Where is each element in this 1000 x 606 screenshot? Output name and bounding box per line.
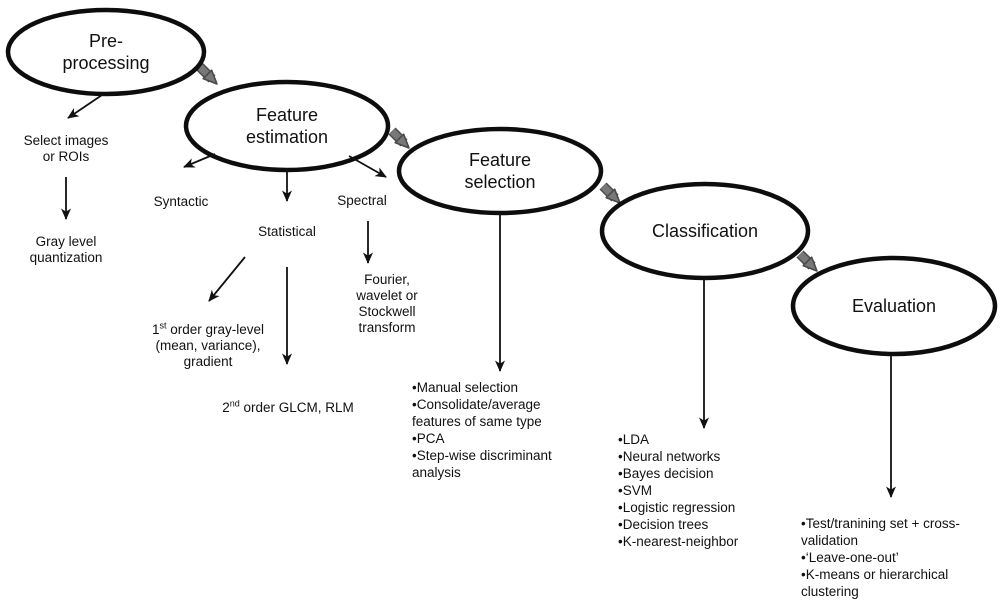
first-order-ordinal: st — [159, 320, 167, 331]
ellipse-classification — [599, 181, 811, 281]
second-order-ordinal: nd — [229, 398, 240, 409]
stage-label-evaluation: Evaluation — [851, 296, 937, 316]
arrow-statistical-to-first-order — [208, 256, 246, 302]
second-order-text: order GLCM, RLM — [239, 400, 354, 415]
connector-selection-to-classification — [600, 183, 621, 204]
list-item: Decision trees — [618, 516, 788, 533]
label-second-order-features: 2nd order GLCM, RLM — [198, 398, 378, 416]
list-item: SVM — [618, 482, 788, 499]
first-order-number: 1 — [151, 322, 160, 337]
label-select-images-rois: Select images or ROIs — [23, 133, 109, 164]
ellipse-evaluation — [790, 255, 998, 357]
label-spectral: Spectral — [337, 193, 387, 208]
arrow-estimation-to-syntactic — [183, 153, 216, 168]
list-item: Test/tranining set + cross-validation — [801, 515, 987, 549]
stage-label-classification: Classification — [651, 221, 759, 241]
list-item: ‘Leave-one-out’ — [801, 549, 987, 566]
stage-label-preprocessing: Pre- processing — [62, 31, 150, 73]
label-syntactic: Syntactic — [153, 194, 209, 209]
label-gray-level-quantization: Gray level quantization — [29, 234, 103, 265]
ellipse-preprocessing — [5, 7, 207, 97]
second-order-number: 2 — [222, 400, 230, 415]
list-item: Manual selection — [412, 379, 574, 396]
list-item: PCA — [412, 430, 574, 447]
evaluation-list: Test/tranining set + cross-validation‘Le… — [801, 515, 987, 600]
first-order-text: order gray-level (mean, variance), gradi… — [155, 322, 265, 369]
label-first-order-features: 1st order gray-level (mean, variance), g… — [128, 320, 288, 370]
connector-classification-to-evaluation — [797, 251, 818, 272]
stage-label-feature-estimation: Feature estimation — [245, 105, 329, 147]
list-item: K-nearest-neighbor — [618, 533, 788, 550]
detail-arrows — [61, 94, 896, 498]
list-item: K-means or hierarchical clustering — [801, 566, 987, 600]
list-item: LDA — [618, 431, 788, 448]
list-item: Neural networks — [618, 448, 788, 465]
connector-estimation-to-selection — [389, 128, 410, 149]
arrow-preprocessing-to-select-images — [67, 94, 103, 119]
list-item: Bayes decision — [618, 465, 788, 482]
stage-label-feature-selection: Feature selection — [464, 150, 536, 192]
feature-selection-list: Manual selectionConsolidate/average feat… — [412, 379, 574, 481]
label-spectral-transforms: Fourier, wavelet or Stockwell transform — [356, 272, 418, 335]
label-statistical: Statistical — [258, 224, 316, 239]
list-item: Logistic regression — [618, 499, 788, 516]
classification-list: LDANeural networksBayes decisionSVMLogis… — [618, 431, 788, 550]
list-item: Consolidate/average features of same typ… — [412, 396, 574, 430]
list-item: Step-wise discriminant analysis — [412, 447, 574, 481]
arrow-estimation-to-spectral — [348, 155, 387, 178]
